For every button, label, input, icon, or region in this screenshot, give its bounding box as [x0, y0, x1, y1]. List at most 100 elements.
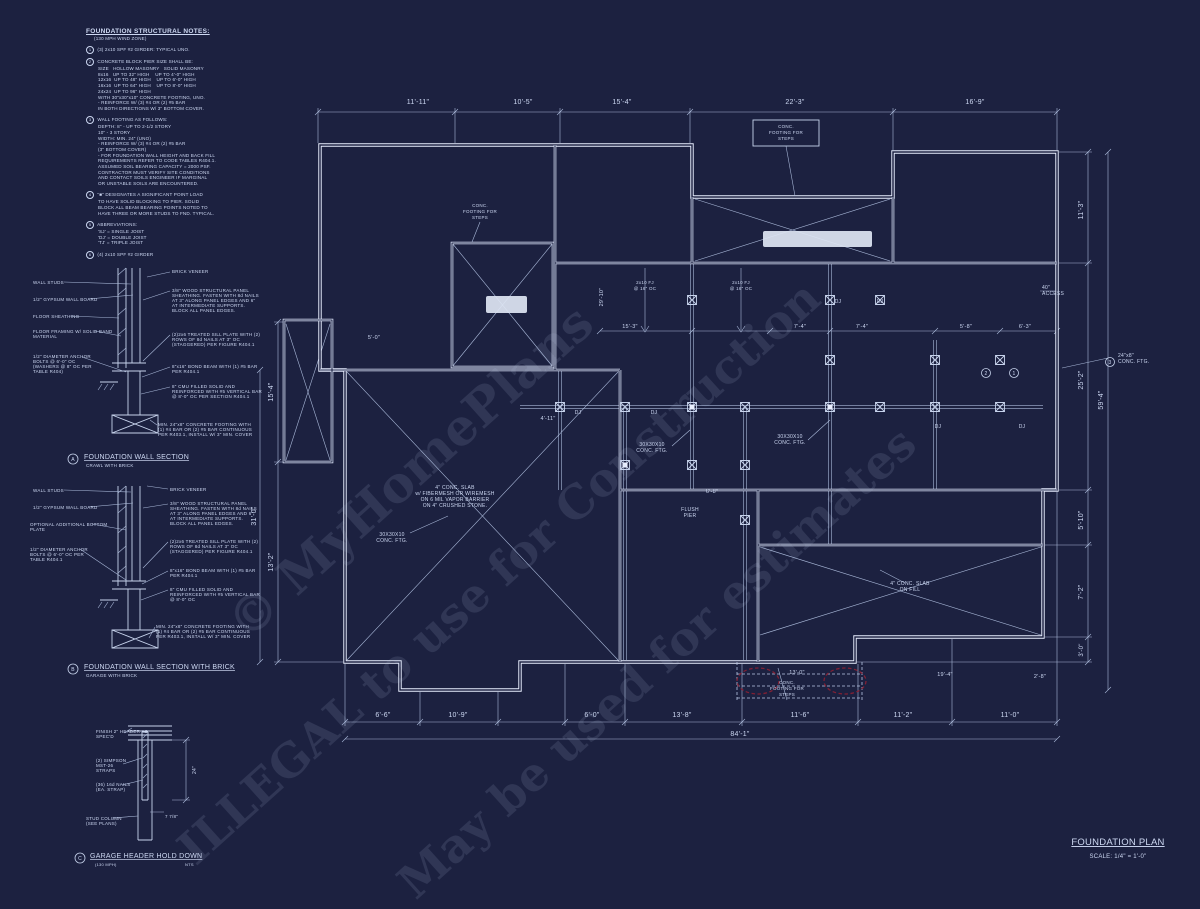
callout: (36) 16d NAILS [96, 782, 131, 787]
note-line: 'TJ' = TRIPLE JOIST [98, 240, 144, 246]
footing-label: 30X30X10 [777, 434, 802, 440]
callout: 8" CMU FILLED SOLID AND [170, 587, 234, 592]
detail1-hatch [97, 267, 127, 391]
callout: TABLE R404.1 [30, 557, 63, 562]
slab-on-fill-label: 4" CONC. SLAB [890, 581, 930, 587]
girder-line [558, 370, 562, 490]
pier [930, 355, 940, 365]
perimeter-wall-core [319, 144, 1058, 691]
red-highlight-ellipse [823, 667, 867, 695]
callout: FLOOR FRAMING W/ SOLID BAND [33, 329, 113, 334]
dim-label: 5'-0" [368, 335, 380, 341]
note-line: 5 ABBREVIATIONS: [86, 220, 286, 229]
steps-footing-label: CONC. [472, 203, 488, 208]
dim-label: 11'-0" [1001, 712, 1020, 719]
dim-label: 10'-5" [513, 99, 533, 106]
steps-footing-label: STEPS [779, 692, 795, 697]
joist-tag: DJ [575, 410, 582, 416]
steps-footing-label: CONC. [779, 680, 795, 685]
callout: PER R404.1 [172, 369, 200, 374]
callout: ROWS OF 8d NAILS AT 3" OC [172, 337, 240, 342]
callout: 3/8" WOOD STRUCTURAL PANEL [170, 501, 247, 506]
note-line: 'DJ' = DOUBLE JOIST [98, 234, 147, 240]
detail-subtitle: CRAWL WITH BRICK [86, 463, 134, 468]
callout: WALL STUDS [33, 280, 64, 285]
callout: AT 3" ALONG PANEL EDGES AND 6" [172, 298, 255, 303]
dim-label: 15'-4" [612, 99, 632, 106]
dim-label: 15'-4" [268, 382, 275, 402]
detail-sketch-wall-section [63, 267, 171, 434]
callout: (1) #4 BAR OR (2) #5 BAR CONTINUOUS [156, 629, 250, 634]
detail3-geometry [128, 725, 172, 841]
detail-title: FOUNDATION WALL SECTION [84, 454, 189, 461]
dim-label: 6'-0" [584, 712, 599, 719]
dim-label: 13'-8" [672, 712, 692, 719]
pier [995, 355, 1005, 365]
note-line: AND CONTACT SOILS ENGINEER IF MARGINAL [98, 175, 208, 181]
dim-label: 5'-8" [960, 324, 972, 330]
note-line: - REINFORCE W/ (3) #4 OR (2) #5 BAR [98, 100, 186, 106]
dim-label: 13'-2" [268, 552, 275, 572]
note-line: 6 (4) 2x10 SPF #2 GIRDER [86, 250, 286, 259]
dim-label: 11'-6" [791, 712, 810, 719]
footing-label: CONC. FTG. [636, 448, 667, 454]
slab-label: w/ FIBERMESH OR WIREMESH [415, 491, 494, 497]
pier [740, 460, 750, 470]
steps-elements [736, 119, 867, 700]
dim-label: 16'-9" [965, 99, 985, 106]
callout: SHEATHING. FASTEN WITH 8d NAILS [172, 293, 259, 298]
note-line: 12x16 UP TO 48" HIGH UP TO 6'-0" HIGH [98, 77, 196, 83]
callout: MST-26 [96, 763, 114, 768]
footing-label: CONC. FTG. [376, 538, 407, 544]
sheet-text-labels: 11'-11"10'-5"15'-4"22'-3"16'-9"11'-3"25'… [30, 99, 1164, 867]
callout: 1/2" DIAMETER ANCHOR [30, 547, 88, 552]
callout: PER R404.1 [170, 573, 198, 578]
flush-pier-label: PIER [684, 513, 697, 519]
pier [620, 402, 630, 412]
dim-label: 13'-0" [789, 670, 805, 676]
callout: FINISH 2" HEADER AS [96, 729, 148, 734]
keynote-circle-3 [1105, 357, 1115, 367]
steps-footing-label: FOOTING FOR [770, 686, 804, 691]
detail-sketch-header-holddown [111, 725, 190, 841]
perimeter-wall [318, 143, 1059, 692]
note-line: 4 "■" DESIGNATES A SIGNIFICANT POINT LOA… [86, 191, 286, 200]
notes-body: 1 (3) 2x10 SPF #2 GIRDER: TYPICAL UNO.2 … [86, 45, 286, 259]
note-number: 2 [86, 58, 94, 66]
joist-label: @ 16" OC [634, 286, 657, 291]
steps-dashed-outline [736, 662, 863, 700]
note-line: HAVE THREE OR MORE STUDS TO FND. TYPICAL… [98, 210, 215, 216]
callout: TABLE R404) [33, 369, 63, 374]
dim-label: 29'-10" [599, 288, 605, 307]
callout: WALL STUDS [33, 488, 64, 493]
note-line: - REINFORCE W/ (3) #4 OR (2) #5 BAR [98, 141, 186, 147]
note-number: 1 [86, 45, 94, 54]
dim-label: 7 7/8" [165, 814, 178, 819]
callout: 8"x16" BOND BEAM WITH (1) #5 BAR [172, 364, 258, 369]
detail2-geometry [100, 486, 159, 649]
callout: FLOOR SHEATHING [33, 314, 80, 319]
steps-note-box [752, 119, 820, 147]
access-label: 40" [1042, 285, 1050, 291]
pier [825, 295, 835, 305]
dim-label: 10'-9" [448, 712, 468, 719]
note-line: TO HAVE SOLID BLOCKING TO PIER. SOLID [98, 199, 200, 205]
callout: 8" CMU FILLED SOLID AND [172, 384, 236, 389]
keynote-circle-1 [1009, 368, 1019, 378]
sheet-scale: SCALE: 1/4" = 1'-0" [1089, 854, 1146, 860]
dim-label: 7'-4" [794, 324, 806, 330]
callout: (WASHERS @ 8" OC PER [33, 364, 92, 369]
note-line: 16x16 UP TO 64" HIGH UP TO 8'-0" HIGH [98, 83, 196, 89]
detail-marker-circle-b [67, 663, 79, 675]
x-brace [346, 371, 619, 661]
footing-label: 30X30X10 [639, 442, 664, 448]
detail-subtitle: (130 MPH) [95, 862, 117, 867]
callout: AT 3" ALONG PANEL EDGES AND 6" [170, 511, 253, 516]
detail-sketch-wall-section-brick [63, 485, 169, 649]
callout: 1/2" DIAMETER ANCHOR [33, 354, 91, 359]
dim-label: 24" [192, 766, 198, 774]
dim-label: 6'-3" [1019, 324, 1031, 330]
callout: @ 8'-0" OC [170, 597, 196, 602]
joist-label: @ 16" OC [730, 286, 753, 291]
